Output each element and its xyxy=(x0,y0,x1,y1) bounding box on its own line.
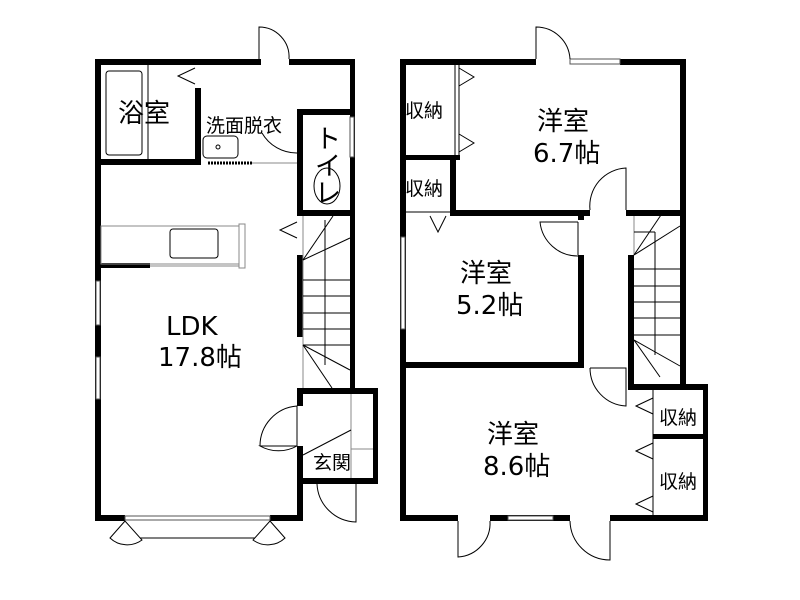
room-size-south: 8.6帖 xyxy=(483,452,550,482)
room-label-toilet-3: レ xyxy=(315,179,341,209)
room-label-bath: 浴室 xyxy=(118,99,170,129)
room-size-middle: 5.2帖 xyxy=(456,291,523,321)
room-label-south: 洋室 xyxy=(487,420,539,450)
stairs-2f xyxy=(633,211,681,378)
room-size-ldk: 17.8帖 xyxy=(158,343,242,373)
room-label-entrance: 玄関 xyxy=(313,452,351,474)
room-label-toilet-1: ト xyxy=(315,125,341,155)
storage-label-1: 収納 xyxy=(405,100,443,122)
storage-label-2: 収納 xyxy=(405,178,443,200)
storage-label-4: 収納 xyxy=(659,471,697,493)
floor-1: 浴室 洗面脱衣 ト イ レ LDK 17.8帖 玄関 xyxy=(95,26,378,546)
room-size-north: 6.7帖 xyxy=(533,139,600,169)
room-label-washroom: 洗面脱衣 xyxy=(206,115,282,137)
storage-label-3: 収納 xyxy=(659,407,697,429)
room-label-ldk: LDK xyxy=(166,312,219,342)
room-label-north: 洋室 xyxy=(537,107,589,137)
stairs-1f xyxy=(302,215,351,389)
room-label-toilet-2: イ xyxy=(315,152,341,182)
floor-2: 収納 収納 収納 収納 洋室 6.7帖 洋室 5.2帖 洋室 8.6帖 xyxy=(400,26,708,561)
room-label-middle: 洋室 xyxy=(460,259,512,289)
